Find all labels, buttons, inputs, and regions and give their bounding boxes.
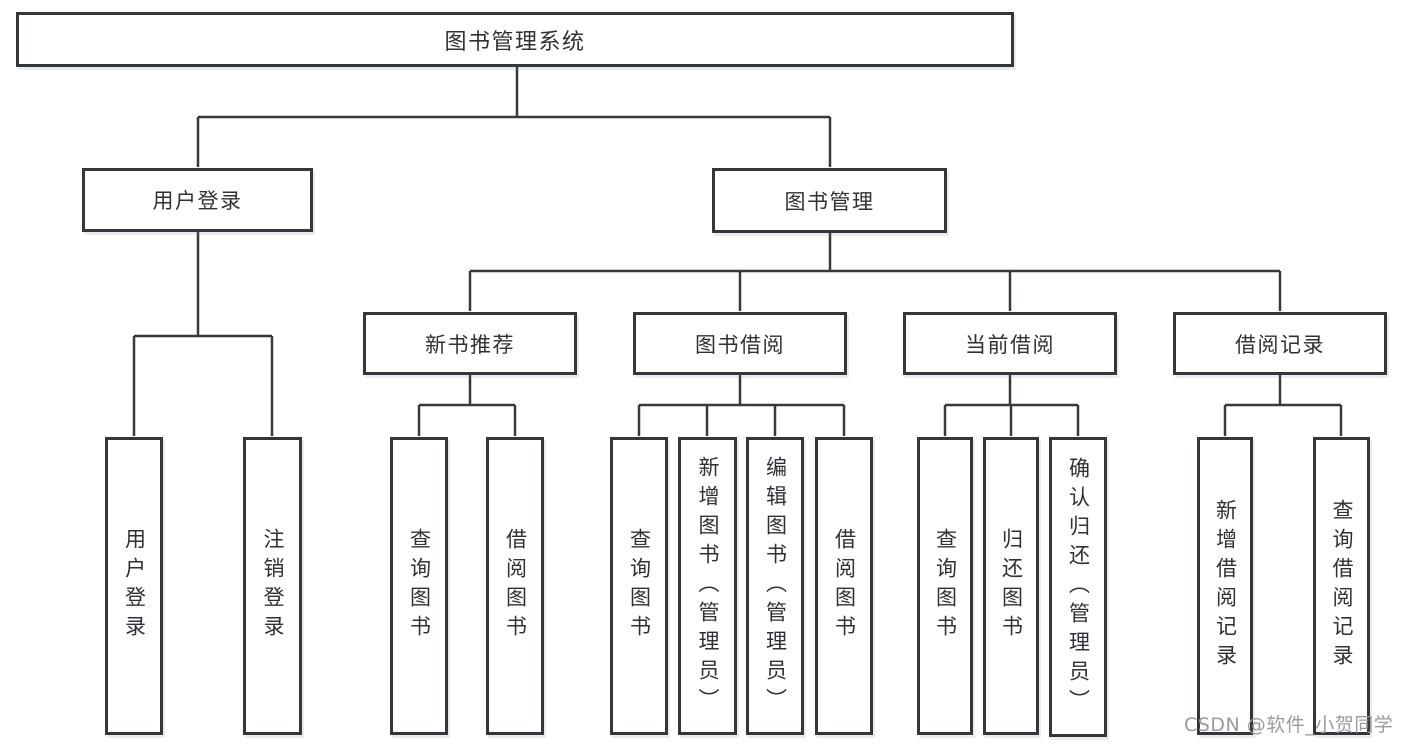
leaf-add-book-admin: 新增图书（管理员）	[678, 437, 737, 735]
leaf-query-borrow-record: 查询借阅记录	[1313, 437, 1370, 735]
leaf-confirm-return-admin: 确认归还（管理员）	[1049, 437, 1107, 737]
leaf-add-borrow-record: 新增借阅记录	[1197, 437, 1253, 735]
watermark: CSDN @软件_小贺同学	[1184, 714, 1394, 736]
node-book-management: 图书管理	[712, 168, 947, 233]
leaf-query-books-borrowing: 查询图书	[610, 437, 668, 735]
leaf-query-books-recommend: 查询图书	[390, 437, 448, 735]
leaf-query-books-current: 查询图书	[917, 437, 973, 735]
leaf-borrow-books-borrowing: 借阅图书	[815, 437, 873, 735]
node-current-borrowing: 当前借阅	[903, 312, 1117, 375]
leaf-edit-book-admin: 编辑图书（管理员）	[746, 437, 804, 735]
node-user-login: 用户登录	[82, 168, 313, 232]
node-borrowing-records: 借阅记录	[1173, 312, 1387, 375]
leaf-logout: 注销登录	[243, 437, 302, 735]
node-root: 图书管理系统	[16, 12, 1014, 67]
node-book-borrowing: 图书借阅	[633, 312, 847, 375]
leaf-user-login: 用户登录	[105, 437, 163, 735]
leaf-borrow-books-recommend: 借阅图书	[486, 437, 544, 735]
leaf-return-books: 归还图书	[983, 437, 1039, 735]
node-new-book-recommend: 新书推荐	[363, 312, 577, 375]
